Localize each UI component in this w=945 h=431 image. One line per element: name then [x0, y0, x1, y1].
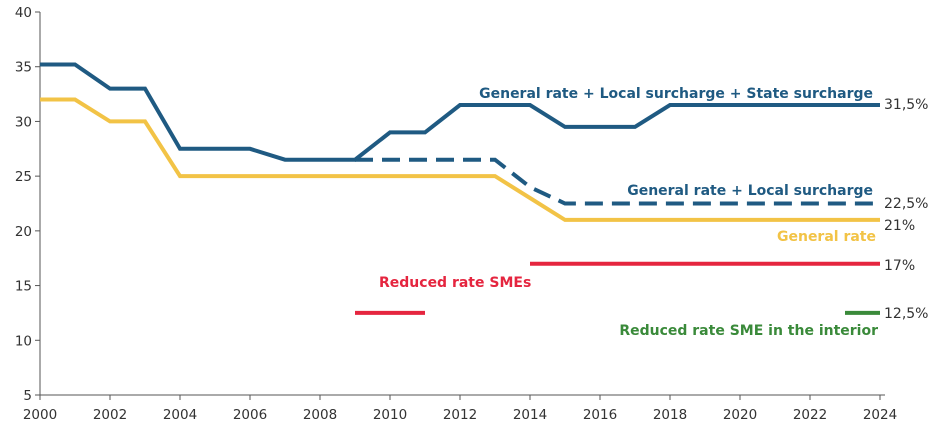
y-tick-label: 10: [15, 333, 32, 349]
x-tick-label: 2014: [513, 407, 547, 423]
total-rate-line: [40, 62, 880, 162]
series-label-general-rate: General rate: [777, 229, 876, 245]
series-label-total-rate: General rate + Local surcharge + State s…: [479, 86, 873, 102]
end-label-local-surcharge: 22,5%: [884, 196, 928, 212]
y-tick-label: 25: [15, 169, 32, 185]
x-tick-label: 2002: [93, 407, 127, 423]
y-tick-label: 35: [15, 60, 32, 76]
y-tick-label: 30: [15, 114, 32, 130]
x-tick-label: 2004: [163, 407, 197, 423]
local-surcharge-line: [355, 157, 880, 206]
end-label-general-rate: 21%: [884, 218, 915, 234]
series-label-interior-sme: Reduced rate SME in the interior: [619, 323, 878, 339]
y-tick-label: 5: [23, 388, 32, 404]
x-tick-label: 2020: [723, 407, 757, 423]
end-label-total-rate: 31,5%: [884, 97, 928, 113]
series-layer: [40, 62, 880, 315]
x-tick-label: 2006: [233, 407, 267, 423]
end-label-interior-sme: 12,5%: [884, 306, 928, 322]
x-tick-label: 2022: [793, 407, 827, 423]
axes: 5 10 15 20 25 30 35 40 2000 2002 2004 2006 2008 2010 2…: [15, 5, 897, 423]
x-tick-label: 2010: [373, 407, 407, 423]
labels-layer: 31,5% 22,5% 21% 17% 12,5% General rate + Loca…: [379, 86, 928, 339]
x-tick-label: 2018: [653, 407, 687, 423]
x-tick-label: 2012: [443, 407, 477, 423]
series-label-reduced-sme: Reduced rate SMEs: [379, 275, 531, 291]
x-tick-label: 2000: [23, 407, 57, 423]
y-tick-label: 15: [15, 279, 32, 295]
general-rate-line: [40, 97, 880, 222]
end-label-reduced-sme: 17%: [884, 258, 915, 274]
y-tick-label: 20: [15, 224, 32, 240]
x-tick-label: 2016: [583, 407, 617, 423]
x-tick-label: 2008: [303, 407, 337, 423]
x-tick-label: 2024: [863, 407, 897, 423]
y-tick-label: 40: [15, 5, 32, 21]
series-label-local-surcharge: General rate + Local surcharge: [627, 183, 873, 199]
